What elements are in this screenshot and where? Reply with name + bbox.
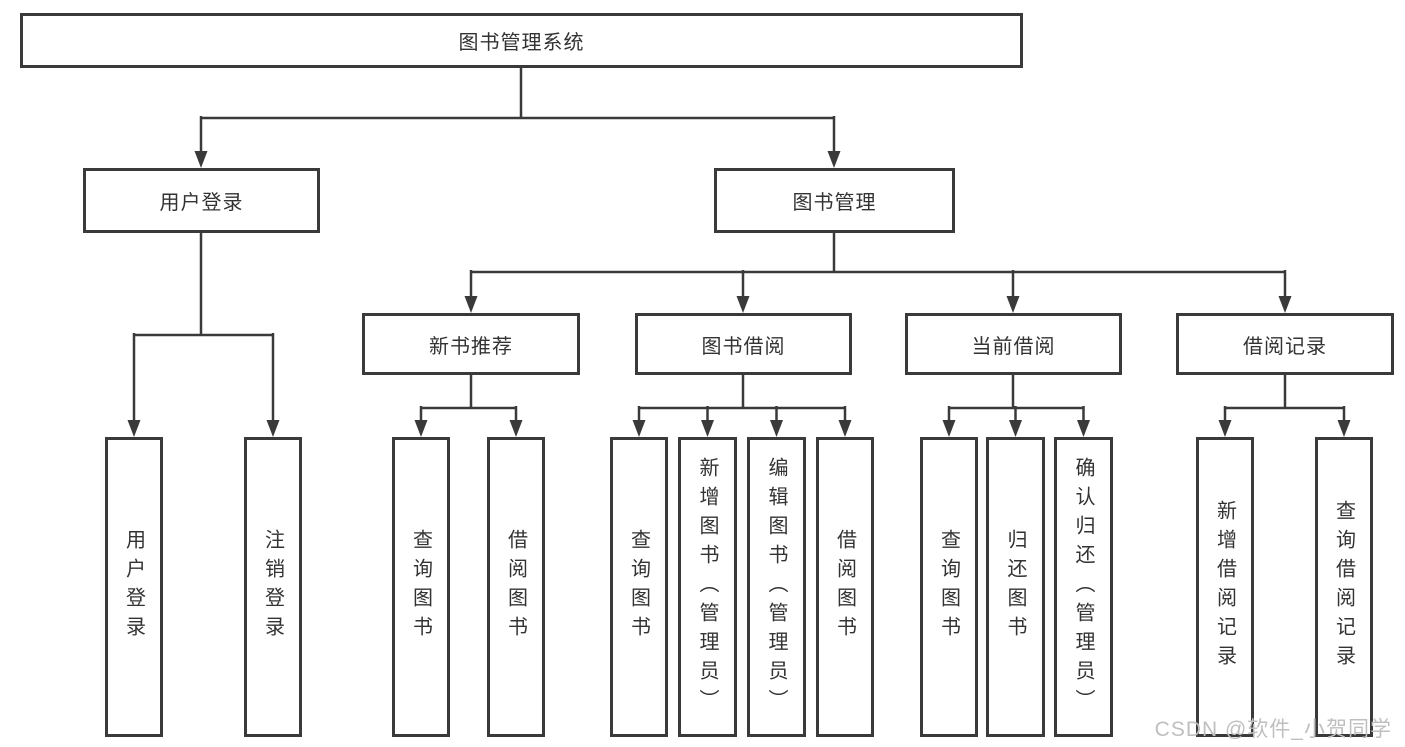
arrowhead <box>194 151 208 168</box>
arrowhead <box>414 420 428 437</box>
arrowhead <box>1337 420 1351 437</box>
arrowhead <box>127 420 141 437</box>
arrowhead <box>736 296 750 313</box>
leaf-user-login: 用户登录 <box>105 437 163 737</box>
leaf-recommend-borrow-book: 借阅图书 <box>487 437 545 737</box>
node-user-login: 用户登录 <box>83 168 320 233</box>
node-new-book-recommend: 新书推荐 <box>362 313 580 375</box>
arrowhead <box>266 420 280 437</box>
node-root: 图书管理系统 <box>20 13 1023 68</box>
arrowhead <box>1006 296 1020 313</box>
arrowhead <box>509 420 523 437</box>
arrowhead <box>942 420 956 437</box>
leaf-record-add: 新增借阅记录 <box>1196 437 1254 737</box>
leaf-current-query-book: 查询图书 <box>920 437 978 737</box>
leaf-borrow-query-book: 查询图书 <box>610 437 668 737</box>
leaf-current-return-book: 归还图书 <box>986 437 1045 737</box>
node-book-management: 图书管理 <box>714 168 955 233</box>
arrowhead <box>838 420 852 437</box>
arrowhead <box>770 420 783 437</box>
leaf-record-query: 查询借阅记录 <box>1315 437 1373 737</box>
csdn-watermark: CSDN @软件_小贺同学 <box>1154 718 1392 741</box>
leaf-borrow-borrow-book: 借阅图书 <box>816 437 874 737</box>
leaf-borrow-add-book: 新增图书（管理员） <box>678 437 737 737</box>
arrowhead <box>1278 296 1292 313</box>
node-current-borrow: 当前借阅 <box>905 313 1122 375</box>
arrowhead <box>827 151 841 168</box>
arrowhead <box>464 296 478 313</box>
arrowhead <box>1218 420 1232 437</box>
leaf-current-confirm-return: 确认归还（管理员） <box>1054 437 1113 737</box>
node-borrow-record: 借阅记录 <box>1176 313 1394 375</box>
arrowhead <box>1077 420 1090 437</box>
leaf-borrow-edit-book: 编辑图书（管理员） <box>747 437 806 737</box>
node-book-borrow: 图书借阅 <box>635 313 852 375</box>
arrowhead <box>1009 420 1022 437</box>
leaf-logout: 注销登录 <box>244 437 302 737</box>
arrowhead <box>701 420 714 437</box>
arrowhead <box>632 420 646 437</box>
leaf-recommend-query-book: 查询图书 <box>392 437 450 737</box>
